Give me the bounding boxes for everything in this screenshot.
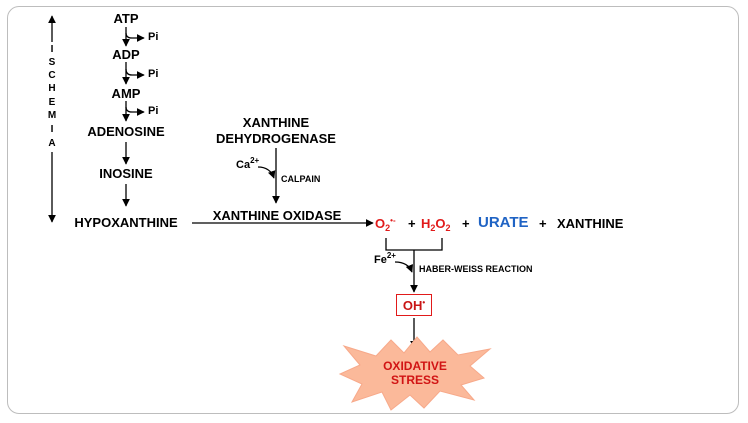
plus-sign-3: + bbox=[539, 216, 547, 231]
urate-label: URATE bbox=[478, 214, 529, 231]
iron-label: Fe2+ bbox=[374, 251, 396, 266]
ca-branch bbox=[257, 166, 276, 179]
dehydrogenase-line1: XANTHINE bbox=[242, 115, 310, 130]
branch-pi-3 bbox=[125, 106, 145, 116]
xanthine-label: XANTHINE bbox=[557, 216, 624, 231]
ischemia-letter: E bbox=[48, 97, 56, 108]
superoxide-label: O2•- bbox=[375, 216, 396, 233]
branch-pi-1 bbox=[125, 32, 145, 42]
pi-label-3: Pi bbox=[148, 105, 159, 117]
atp-label: ATP bbox=[113, 11, 139, 26]
inosine-label: INOSINE bbox=[99, 166, 153, 181]
plus-sign-1: + bbox=[408, 216, 416, 231]
ischemia-letter: C bbox=[48, 70, 56, 81]
hypoxanthine-label: HYPOXANTHINE bbox=[74, 215, 178, 230]
hydroxyl-label: OH• bbox=[402, 298, 426, 313]
plus-sign-2: + bbox=[462, 216, 470, 231]
oxidative-stress-burst bbox=[338, 336, 492, 411]
adenosine-label: ADENOSINE bbox=[87, 124, 165, 139]
pi-label-2: Pi bbox=[148, 68, 159, 80]
adp-label: ADP bbox=[112, 47, 140, 62]
slide-frame bbox=[7, 6, 739, 414]
dehydrogenase-line2: DEHYDROGENASE bbox=[216, 131, 336, 146]
ischemia-letter: S bbox=[48, 57, 56, 68]
fe-branch bbox=[394, 261, 414, 273]
calpain-label: CALPAIN bbox=[281, 174, 321, 184]
ischemia-letter: A bbox=[48, 138, 56, 149]
branch-pi-2 bbox=[125, 68, 145, 79]
hydrogen-peroxide-label: H2O2 bbox=[421, 216, 451, 233]
amp-label: AMP bbox=[111, 86, 141, 101]
ischemia-letter: M bbox=[47, 110, 57, 121]
calcium-label: Ca2+ bbox=[236, 156, 260, 171]
pi-label-1: Pi bbox=[148, 31, 159, 43]
product-bracket bbox=[385, 238, 443, 251]
ischemia-letter: I bbox=[50, 124, 54, 135]
ischemia-letter: H bbox=[48, 83, 56, 94]
xanthine-oxidase-label: XANTHINE OXIDASE bbox=[212, 208, 342, 223]
hydroxyl-box bbox=[396, 294, 432, 316]
ischemia-letter: I bbox=[50, 44, 54, 55]
haber-weiss-label: HABER-WEISS REACTION bbox=[419, 264, 533, 274]
